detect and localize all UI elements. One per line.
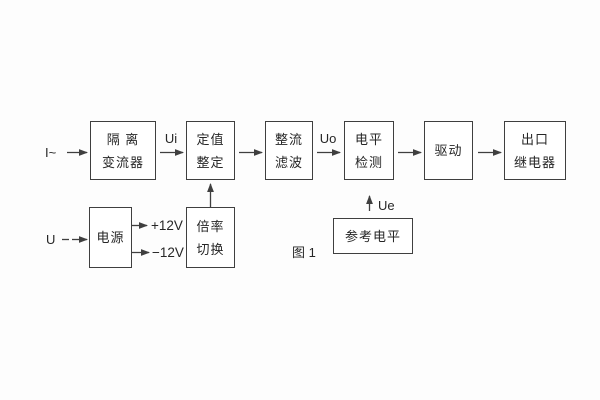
figure-caption: 图 1 — [292, 245, 316, 260]
block-ratio-switch: 倍率 切换 — [186, 207, 235, 268]
label-input-current: I~ — [45, 145, 57, 160]
block-setting: 定值 整定 — [186, 121, 235, 180]
block-output-relay: 出口 继电器 — [504, 121, 566, 180]
block-level-detection: 电平 检测 — [344, 121, 394, 180]
block-relay-line2: 继电器 — [513, 154, 556, 170]
block-power-line1: 电源 — [96, 230, 125, 245]
block-ratio-line2: 切换 — [196, 241, 225, 257]
block-level-line2: 检测 — [354, 154, 383, 170]
label-input-voltage: U — [46, 232, 56, 247]
block-ratio-line1: 倍率 — [196, 218, 225, 234]
block-rectifier-line2: 滤波 — [274, 154, 303, 170]
label-uo: Uo — [319, 131, 337, 146]
block-reference-line1: 参考电平 — [344, 228, 401, 244]
block-rectifier-filter: 整流 滤波 — [265, 121, 313, 180]
block-rectifier-line1: 整流 — [274, 131, 303, 147]
block-isolation-transformer: 隔 离 变流器 — [90, 121, 156, 180]
label-ue: Ue — [378, 198, 395, 213]
block-setting-line2: 整定 — [196, 154, 225, 170]
block-isolation-line1: 隔 离 — [106, 131, 140, 147]
label-ui: Ui — [164, 131, 178, 146]
label-plus-12v: +12V — [151, 218, 183, 233]
block-isolation-line2: 变流器 — [101, 154, 144, 170]
block-relay-line1: 出口 — [520, 131, 549, 147]
block-level-line1: 电平 — [354, 131, 383, 147]
block-setting-line1: 定值 — [196, 131, 225, 147]
block-driver-line1: 驱动 — [434, 143, 463, 158]
block-power-supply: 电源 — [89, 207, 132, 268]
block-driver: 驱动 — [424, 121, 473, 180]
block-reference-level: 参考电平 — [333, 218, 413, 254]
label-minus-12v: −12V — [152, 245, 184, 260]
